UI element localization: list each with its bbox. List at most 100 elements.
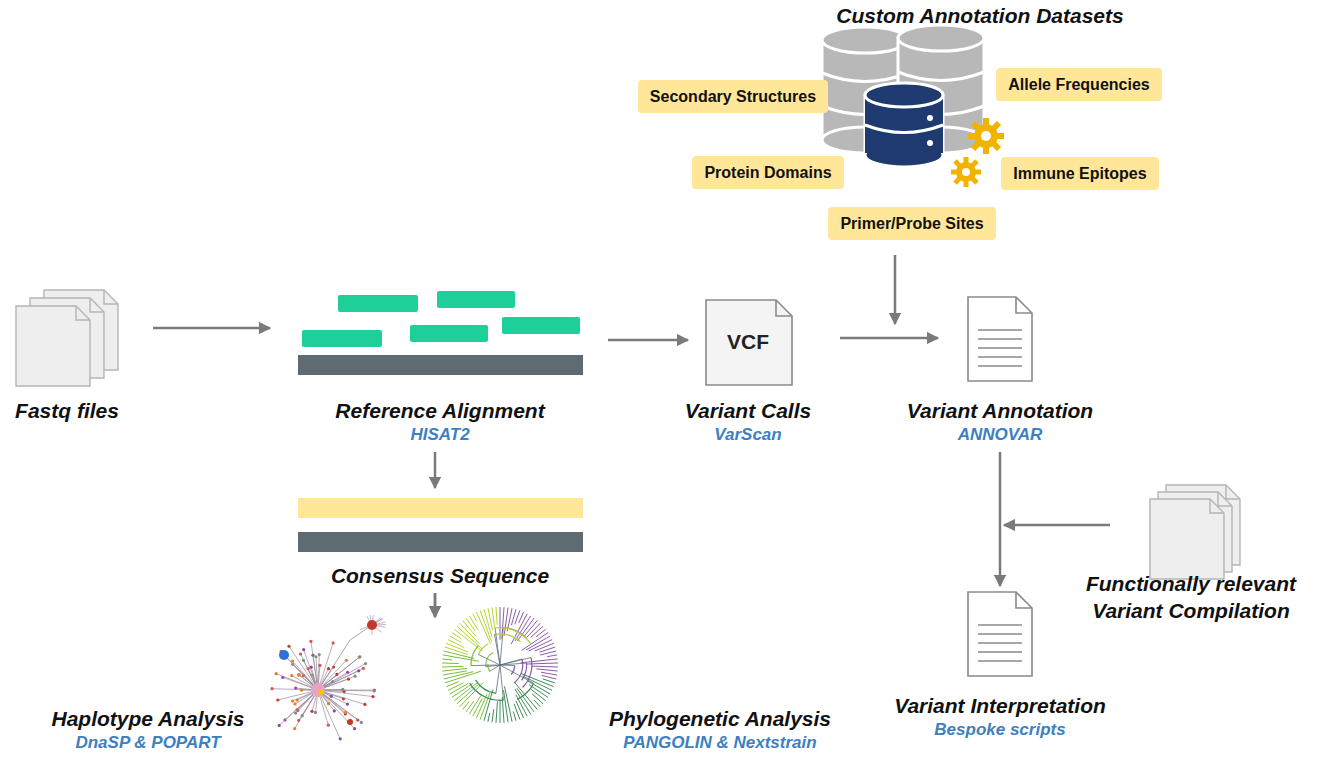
graphic-stroke (500, 607, 501, 640)
step-title: Reference Alignment (335, 398, 544, 423)
graphic-stroke (358, 655, 361, 658)
step-title: Custom Annotation Datasets (836, 3, 1123, 28)
graphic-stroke (504, 690, 509, 722)
flow-arrow (434, 593, 437, 617)
haplotype-network (270, 615, 386, 740)
graphic-stroke (362, 667, 365, 670)
annotation-tag: Primer/Probe Sites (828, 207, 995, 240)
graphic-stroke (443, 671, 467, 675)
graphic-stroke (448, 683, 464, 691)
analysis-node: Haplotype AnalysisDnaSP & POPART (30, 615, 435, 763)
graphic-stroke (515, 689, 531, 714)
graphic-stroke (535, 643, 554, 651)
tag-label: Immune Epitopes (1013, 165, 1146, 182)
graphic-stroke (531, 666, 558, 668)
graphic-stroke (490, 665, 500, 671)
graphic-stroke (495, 634, 521, 642)
step-title: Fastq files (15, 398, 119, 423)
graphic-stroke (495, 628, 531, 644)
graphic-stroke (364, 662, 367, 665)
step-title: Variant Annotation (907, 398, 1093, 423)
graphic-stroke (469, 616, 478, 630)
step-title: Functionally relevant Variant Compilatio… (1075, 570, 1307, 625)
graphic-stroke (318, 640, 350, 690)
graphic-stroke (318, 690, 345, 713)
graphic-stroke (547, 655, 557, 657)
graphic-stroke (476, 612, 490, 644)
graphic-stroke (278, 724, 281, 727)
graphic-stroke (318, 690, 374, 691)
graphic-stroke (521, 659, 558, 663)
graphic-stroke (442, 666, 463, 668)
annotation-tag: Protein Domains (692, 156, 843, 189)
haplotype-node (347, 719, 353, 725)
document-icon (968, 592, 1032, 676)
gear-icon (951, 118, 1004, 187)
graphic-stroke (318, 657, 360, 690)
graphic-stroke (296, 698, 299, 701)
tag-label: Protein Domains (704, 164, 831, 181)
graphic-stroke (353, 675, 356, 678)
graphic-stroke (500, 700, 501, 723)
tool-label: VarScan (714, 425, 781, 445)
graphic-stroke (284, 655, 318, 690)
graphic-stroke (511, 666, 515, 675)
graphic-stroke (302, 659, 305, 662)
graphic-stroke (484, 609, 492, 637)
graphic-stroke (470, 683, 504, 700)
graphic-stroke (339, 737, 342, 740)
graphic-stroke (353, 727, 356, 730)
graphic-stroke (523, 658, 532, 688)
graphic-stroke (496, 607, 497, 624)
graphic-stroke (446, 682, 459, 687)
tag-label: Primer/Probe Sites (840, 215, 983, 232)
graphic-stroke (532, 694, 543, 704)
graphic-stroke (314, 711, 317, 714)
graphic-stroke (515, 616, 531, 641)
graphic-stroke (298, 673, 301, 676)
graphic-stroke (346, 702, 349, 705)
haplotype-node (318, 689, 324, 695)
dataset-group: Custom Annotation DatasetsSecondary Stru… (620, 0, 1200, 245)
flow-arrow (894, 255, 897, 324)
file-stack-icon (16, 290, 118, 386)
step-title: Consensus Sequence (331, 563, 549, 588)
graphic-stroke (318, 664, 321, 667)
graphic-stroke (318, 690, 365, 704)
step-node: VCFVariant CallsVarScan (690, 295, 815, 445)
step-title: Phylogenetic Analysis (609, 706, 831, 731)
graphic-stroke (466, 618, 475, 631)
tool-label: Bespoke scripts (934, 720, 1065, 740)
step-title: Variant Calls (685, 398, 811, 423)
flow-arrow (153, 327, 270, 330)
analysis-node: Phylogenetic AnalysisPANGOLIN & Nextstra… (435, 615, 855, 763)
graphic-stroke (500, 659, 522, 665)
graphic-stroke (522, 676, 552, 690)
tool-label: HISAT2 (410, 425, 469, 445)
graphic-stroke (478, 644, 488, 655)
flow-arrow (999, 452, 1002, 586)
graphic-stroke (543, 679, 555, 683)
flow-arrow (434, 452, 437, 488)
graphic-stroke (297, 673, 300, 676)
graphic-stroke (536, 669, 557, 671)
step-title: Variant Interpretation (894, 693, 1106, 718)
graphic-stroke (442, 668, 467, 671)
graphic-stroke (460, 623, 480, 644)
graphic-stroke (327, 667, 330, 670)
graphic-stroke (444, 672, 473, 679)
file-node: Functionally relevant Variant Compilatio… (1068, 470, 1317, 625)
step-title: Haplotype Analysis (52, 706, 245, 731)
graphic-stroke (314, 655, 317, 658)
flow-arrow (1004, 524, 1110, 527)
graphic-stroke (500, 627, 503, 665)
graphic-stroke (276, 698, 279, 701)
graphic-stroke (503, 627, 526, 638)
graphic-stroke (270, 687, 273, 690)
graphic-stroke (521, 673, 554, 686)
graphic-stroke (466, 701, 474, 712)
flow-arrow (434, 593, 437, 617)
document-icon (968, 297, 1032, 381)
